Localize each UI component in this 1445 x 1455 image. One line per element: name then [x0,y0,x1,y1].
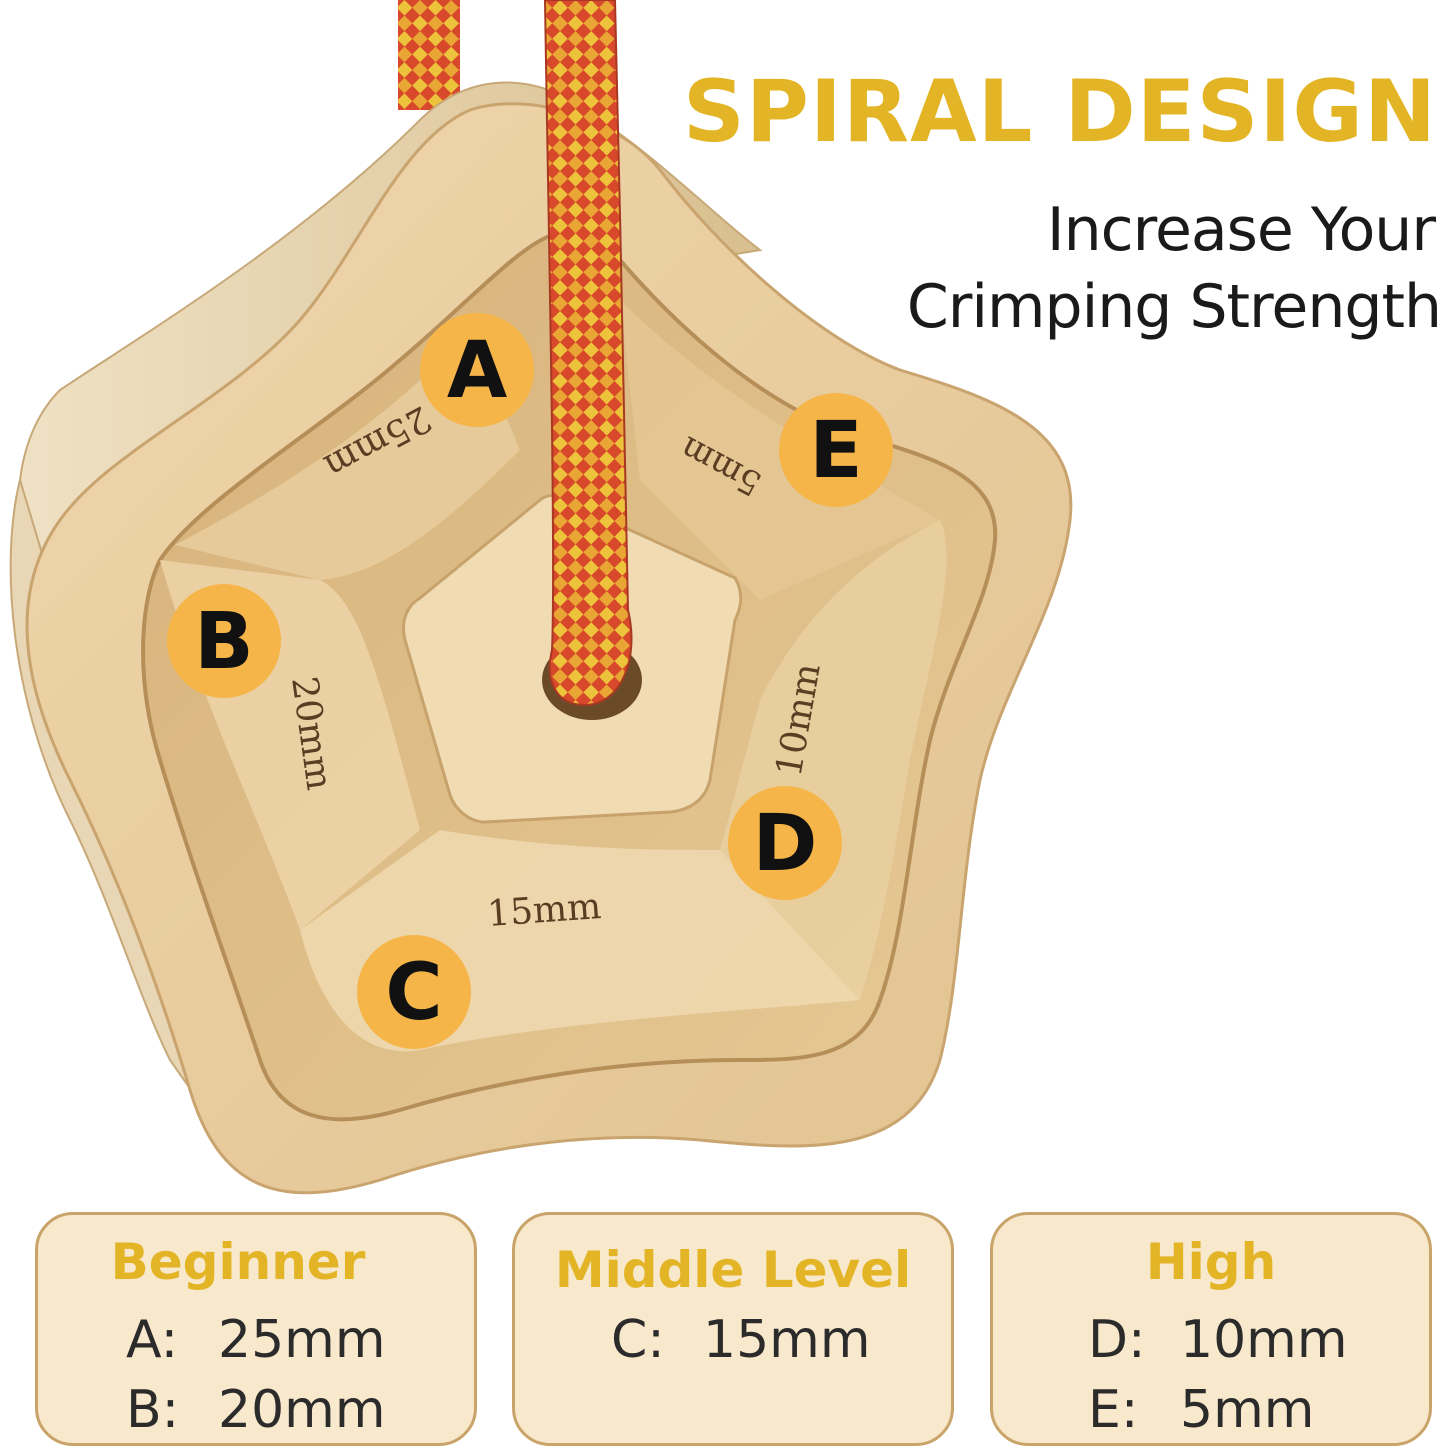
badge-c: C [357,935,471,1049]
headline: SPIRAL DESIGN [682,62,1437,162]
engraving-c: 15mm [486,886,603,935]
hold-key: A: [126,1310,179,1370]
rope-back-strand [398,0,460,110]
rope-front-strand [543,0,633,707]
level-row: E: 5mm [1088,1380,1429,1440]
badge-c-letter: C [385,948,442,1038]
badge-b-letter: B [194,597,253,687]
hold-size: 10mm [1180,1310,1348,1370]
hold-size: 20mm [218,1380,386,1440]
level-title: Middle Level [554,1241,912,1299]
hold-key: E: [1088,1380,1139,1440]
badge-a: A [420,313,534,427]
level-card-beginner: Beginner A: 25mm B: 20mm [35,1212,477,1446]
subheadline-line-1: Increase Your [1046,195,1436,265]
level-row: A: 25mm [126,1310,474,1370]
level-row: C: 15mm [611,1310,951,1370]
hold-size: 25mm [218,1310,386,1370]
level-title: High [1145,1233,1277,1291]
level-row: D: 10mm [1088,1310,1429,1370]
hold-key: D: [1088,1310,1146,1370]
badge-b: B [167,584,281,698]
badge-d: D [728,786,842,900]
level-card-high: High D: 10mm E: 5mm [990,1212,1432,1446]
level-title: Beginner [110,1233,366,1291]
badge-d-letter: D [753,799,818,889]
level-row: B: 20mm [126,1380,474,1440]
badge-a-letter: A [447,326,507,416]
level-card-middle: Middle Level C: 15mm [512,1212,954,1446]
hold-key: B: [126,1380,180,1440]
subheadline-line-2: Crimping Strength [906,272,1442,342]
hold-size: 5mm [1180,1380,1315,1440]
hold-key: C: [611,1310,665,1370]
badge-e-letter: E [809,406,862,496]
badge-e: E [779,393,893,507]
hold-size: 15mm [703,1310,871,1370]
